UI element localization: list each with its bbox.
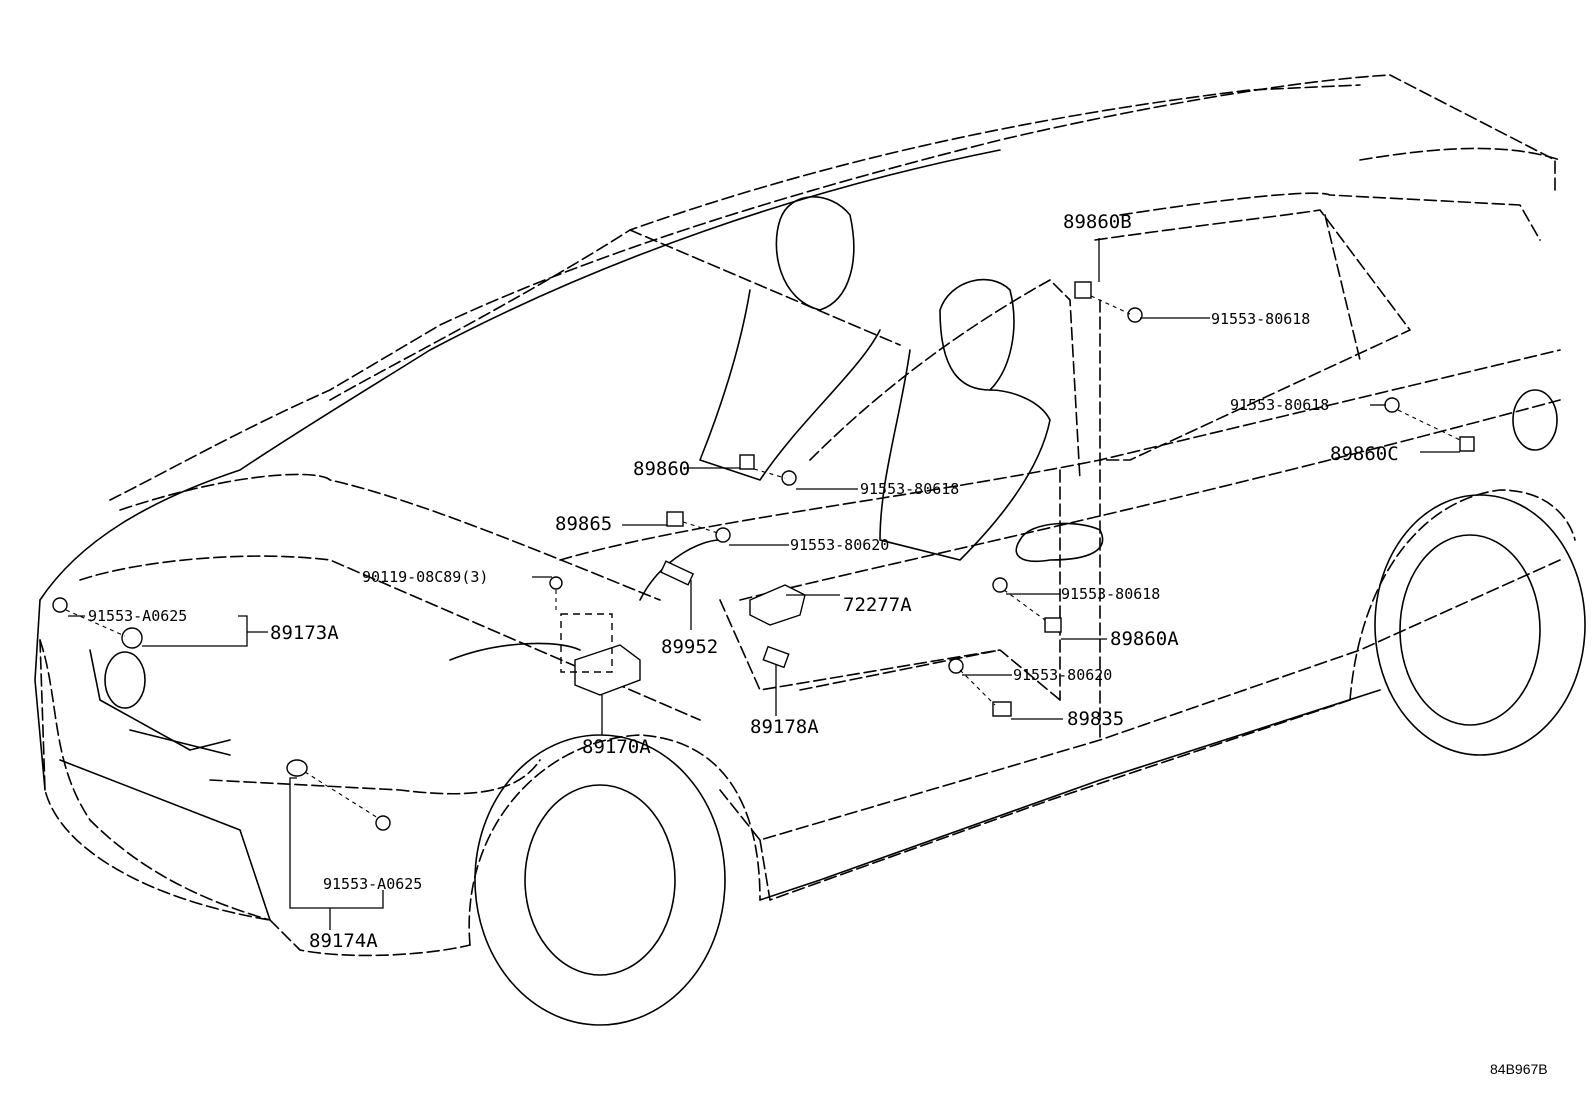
bolt-icon bbox=[1384, 397, 1400, 413]
sensor-89860-icon bbox=[739, 454, 755, 470]
sensor-89173A-icon bbox=[121, 627, 143, 649]
part-label-89170A: 89170A bbox=[582, 736, 651, 758]
part-label-89860C: 89860C bbox=[1330, 443, 1399, 465]
bolt-icon bbox=[948, 658, 964, 674]
bolt-icon bbox=[375, 815, 391, 831]
bolt-icon bbox=[715, 527, 731, 543]
bolt-icon bbox=[992, 577, 1008, 593]
sensor-89174A-icon bbox=[286, 759, 308, 777]
part-label-89835: 89835 bbox=[1067, 708, 1125, 730]
bolt-label-91553-80620-lower: 91553-80620 bbox=[1013, 666, 1113, 684]
connector-89952-icon bbox=[659, 560, 695, 586]
diagram-code: 84B967B bbox=[1490, 1061, 1548, 1077]
part-label-89952: 89952 bbox=[661, 636, 719, 658]
bolt-icon bbox=[52, 597, 68, 613]
part-label-89174A: 89174A bbox=[309, 930, 378, 952]
bolt-icon bbox=[549, 576, 563, 590]
bolt-icon bbox=[781, 470, 797, 486]
sensor-89178A-icon bbox=[762, 645, 790, 669]
bolt-label-91553-80618-front: 91553-80618 bbox=[860, 480, 960, 498]
bolt-label-91553-80618-upper: 91553-80618 bbox=[1211, 310, 1311, 328]
bolt-label-91553-A0625-lower: 91553-A0625 bbox=[323, 875, 423, 893]
bolt-label-91553-A0625-front: 91553-A0625 bbox=[88, 607, 188, 625]
part-label-89860: 89860 bbox=[633, 458, 691, 480]
part-label-89173A: 89173A bbox=[270, 622, 339, 644]
bolt-label-91553-80618-rear: 91553-80618 bbox=[1230, 396, 1330, 414]
airbag-sensor-assembly-89170A-icon bbox=[574, 644, 641, 696]
part-label-89865: 89865 bbox=[555, 513, 613, 535]
sensor-89860B-icon bbox=[1074, 281, 1092, 299]
sensor-89860A-icon bbox=[1044, 617, 1062, 633]
sensor-89835-icon bbox=[992, 701, 1012, 717]
part-label-89178A: 89178A bbox=[750, 716, 819, 738]
bracket-72277A-icon bbox=[749, 584, 806, 626]
bolt-label-90119-08C89: 90119-08C89(3) bbox=[362, 568, 489, 586]
part-label-72277A: 72277A bbox=[843, 594, 912, 616]
part-label-89860B: 89860B bbox=[1063, 211, 1132, 233]
sensor-89860C-icon bbox=[1459, 436, 1475, 452]
bolt-label-91553-80618-door: 91553-80618 bbox=[1061, 585, 1161, 603]
part-label-89860A: 89860A bbox=[1110, 628, 1179, 650]
bolt-icon bbox=[1127, 307, 1143, 323]
sensor-89865-icon bbox=[666, 511, 684, 527]
bolt-label-91553-80620-center: 91553-80620 bbox=[790, 536, 890, 554]
